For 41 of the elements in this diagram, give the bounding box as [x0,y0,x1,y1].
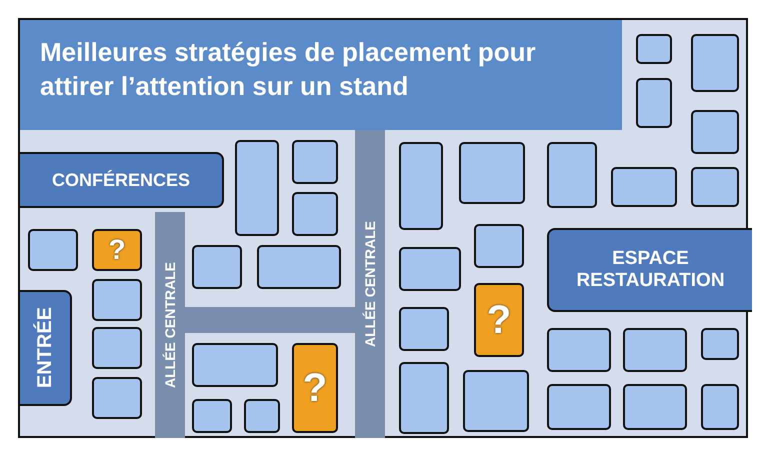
zone-sign: ENTRÉE [20,290,72,406]
booth-stand [474,224,524,268]
booth-stand [691,34,739,92]
booth-stand [623,328,687,372]
booth-stand [701,384,739,430]
zone-sign: ESPACE RESTAURATION [547,228,752,312]
booth-question-mark: ? [292,343,338,433]
booth-stand [257,245,341,289]
booth-stand [192,343,278,387]
booth-stand [459,142,525,204]
booth-stand [399,247,461,291]
booth-question-mark: ? [474,283,524,357]
booth-stand [92,279,142,321]
booth-stand [192,399,232,433]
booth-stand [547,328,611,372]
booth-stand [399,307,449,351]
aisle-label: ALLÉE CENTRALE [155,212,185,438]
zone-sign: CONFÉRENCES [20,152,224,208]
booth-stand [463,370,529,432]
booth-stand [636,34,672,64]
booth-stand [611,167,677,207]
booth-stand [292,192,338,236]
booth-stand [292,140,338,184]
booth-stand [636,78,672,128]
booth-stand [547,384,611,430]
booth-stand [691,110,739,154]
booth-stand [92,377,142,419]
booth-stand [244,399,280,433]
booth-question-mark: ? [92,229,142,271]
booth-stand [547,142,597,208]
booth-stand [691,167,739,207]
booth-stand [192,245,242,289]
title: Meilleures stratégies de placement pour attirer l’attention sur un stand [40,36,537,103]
booth-stand [399,142,443,230]
booth-stand [235,140,279,236]
booth-stand [28,229,78,271]
booth-stand [623,384,687,430]
booth-stand [701,328,739,360]
booth-stand [92,327,142,369]
booth-stand [399,362,449,434]
aisle-label: ALLÉE CENTRALE [355,130,385,438]
